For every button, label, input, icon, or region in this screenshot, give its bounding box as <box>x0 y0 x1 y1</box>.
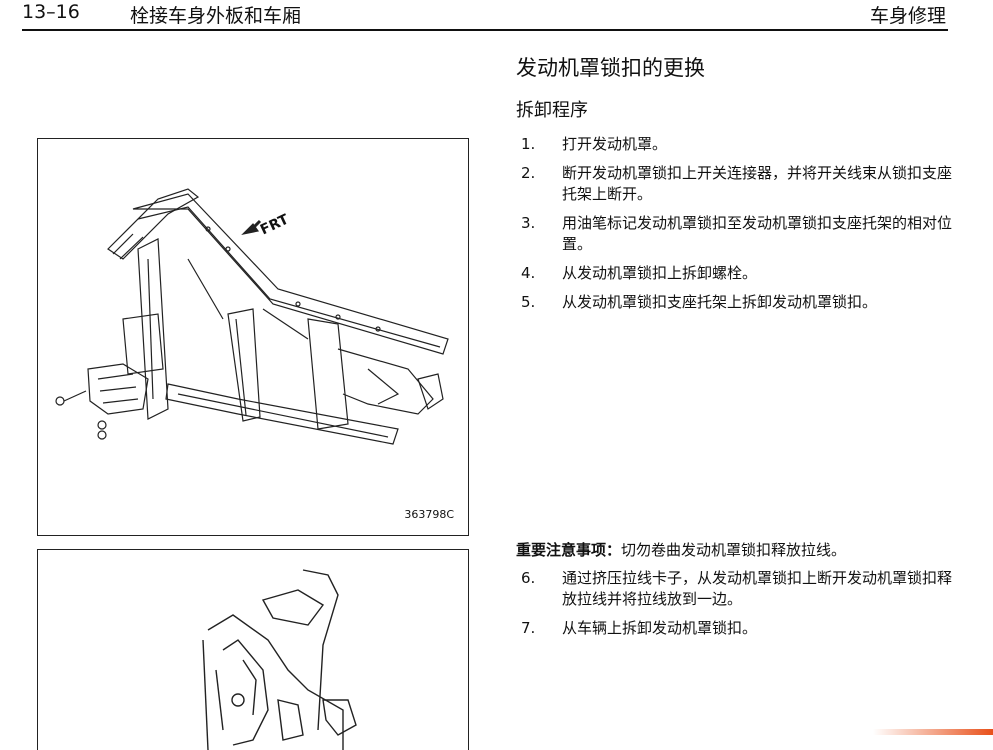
step-item: 2. 断开发动机罩锁扣上开关连接器，并将开关线束从锁扣支座托架上断开。 <box>516 163 956 205</box>
notice-label: 重要注意事项： <box>516 541 622 559</box>
step-number: 1. <box>521 135 536 153</box>
notice-text: 切勿卷曲发动机罩锁扣释放拉线。 <box>621 541 847 559</box>
front-structure-drawing <box>55 188 449 445</box>
step-item: 5. 从发动机罩锁扣支座托架上拆卸发动机罩锁扣。 <box>516 292 956 313</box>
corner-accent-mark <box>873 729 993 735</box>
section-title: 车身修理 <box>869 5 946 27</box>
step-number: 2. <box>521 164 536 182</box>
step-text: 从发动机罩锁扣支座托架上拆卸发动机罩锁扣。 <box>562 293 878 311</box>
step-number: 6. <box>521 569 536 587</box>
step-item: 6. 通过挤压拉线卡子，从发动机罩锁扣上断开发动机罩锁扣释放拉线并将拉线放到一边。 <box>516 568 956 610</box>
step-text: 从车辆上拆卸发动机罩锁扣。 <box>562 619 758 637</box>
figure-front-structure: FRT 363798C <box>37 138 469 536</box>
step-number: 4. <box>521 264 536 282</box>
step-text: 用油笔标记发动机罩锁扣至发动机罩锁扣支座托架的相对位置。 <box>562 214 953 253</box>
page-number: 13–16 <box>22 1 80 23</box>
step-text: 通过挤压拉线卡子，从发动机罩锁扣上断开发动机罩锁扣释放拉线并将拉线放到一边。 <box>562 569 953 608</box>
step-text: 打开发动机罩。 <box>562 135 668 153</box>
step-text: 断开发动机罩锁扣上开关连接器，并将开关线束从锁扣支座托架上断开。 <box>562 164 953 203</box>
page-title: 发动机罩锁扣的更换 <box>516 56 705 80</box>
important-notice: 重要注意事项：切勿卷曲发动机罩锁扣释放拉线。 <box>516 540 846 561</box>
figure-latch-detail <box>37 549 469 750</box>
header-rule <box>22 29 948 31</box>
step-text: 从发动机罩锁扣上拆卸螺栓。 <box>562 264 758 282</box>
page-header: 13–16 栓接车身外板和车厢 车身修理 <box>0 0 993 32</box>
removal-steps-list: 1. 打开发动机罩。 2. 断开发动机罩锁扣上开关连接器，并将开关线束从锁扣支座托架… <box>516 134 956 321</box>
step-item: 4. 从发动机罩锁扣上拆卸螺栓。 <box>516 263 956 284</box>
step-item: 3. 用油笔标记发动机罩锁扣至发动机罩锁扣支座托架的相对位置。 <box>516 213 956 255</box>
step-item: 7. 从车辆上拆卸发动机罩锁扣。 <box>516 618 956 639</box>
procedure-subtitle: 拆卸程序 <box>516 100 588 121</box>
removal-steps-list-continued: 6. 通过挤压拉线卡子，从发动机罩锁扣上断开发动机罩锁扣释放拉线并将拉线放到一边。… <box>516 568 956 647</box>
step-number: 7. <box>521 619 536 637</box>
step-number: 3. <box>521 214 536 232</box>
chapter-title: 栓接车身外板和车厢 <box>130 5 302 27</box>
figure-id: 363798C <box>404 508 454 521</box>
step-number: 5. <box>521 293 536 311</box>
step-item: 1. 打开发动机罩。 <box>516 134 956 155</box>
latch-detail-drawing <box>202 569 357 750</box>
